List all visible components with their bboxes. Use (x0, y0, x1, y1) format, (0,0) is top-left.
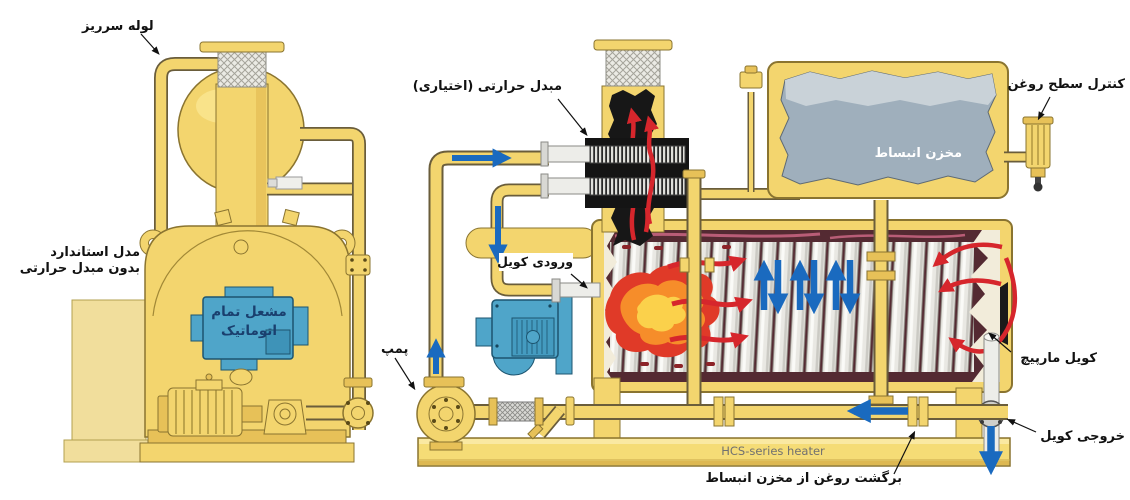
pump-arrow (394, 357, 416, 391)
pipe-valve-and-flange (306, 254, 374, 429)
label-automatic-burner-line2: اتوماتیک (221, 323, 277, 339)
label-spiral-coil: کویل مارپیچ (1020, 351, 1097, 366)
coil-inlet-arrow (570, 273, 588, 289)
electric-motor (157, 373, 243, 437)
label-coil-outlet: خروجی کویل (1040, 429, 1125, 444)
label-leader-arrows (140, 33, 1051, 475)
pump-left (241, 399, 307, 435)
label-standard-model: مدل استاندارد بدون مبدل حرارتی (8, 245, 140, 278)
label-heat-exchanger: مبدل حرارتی (اختیاری) (412, 79, 562, 94)
burner-right (475, 295, 573, 376)
label-standard-model-line1: مدل استاندارد (50, 245, 140, 260)
expansion-tank (739, 61, 1009, 199)
oil-flow-arrows (426, 148, 1004, 476)
oil-return-arrow (893, 430, 916, 475)
tank-down-pipe (866, 200, 896, 407)
heater-body (591, 219, 1018, 393)
heat-exchanger (540, 115, 689, 225)
label-overflow-pipe: لوله سرریز (82, 19, 154, 34)
side-pipes (267, 127, 366, 430)
label-series-caption: HCS-series heater (721, 444, 825, 458)
label-oil-return: برگشت روغن از مخزن انبساط (705, 471, 902, 486)
label-pump: پمپ (381, 342, 409, 357)
horizontal-heater-unit (416, 39, 1054, 476)
label-expansion-tank: مخزن انبساط (874, 146, 962, 161)
vertical-heater-unit (63, 41, 374, 463)
circulation-pump (416, 376, 476, 451)
label-coil-inlet: ورودی کویل (497, 253, 573, 271)
label-oil-level-control: کنترل سطح روغن (1007, 77, 1125, 92)
automatic-burner-left (190, 286, 309, 386)
oil-level-arrow (1037, 96, 1051, 121)
platform-base (417, 437, 1011, 467)
overflow-pipe-arrow (140, 33, 160, 55)
riser-column (215, 83, 269, 233)
coil-inlet-pipe (551, 278, 601, 303)
front-crossing-pipe (679, 169, 715, 420)
label-automatic-burner: مشعل تمام اتوماتیک (204, 303, 294, 341)
label-automatic-burner-line1: مشعل تمام (211, 304, 287, 320)
suction-piping (466, 396, 1008, 440)
spiral-coil-arrow (988, 332, 1012, 353)
heat-exchanger-arrow (557, 98, 588, 136)
oil-level-control-fitting (1004, 116, 1054, 192)
overflow-pipe (154, 57, 222, 232)
stand-slab (63, 299, 153, 463)
chimney-left (199, 41, 285, 88)
coil-outlet-arrow (1006, 418, 1037, 433)
convection-arrows (753, 259, 861, 315)
label-standard-model-line2: بدون مبدل حرارتی (19, 261, 140, 277)
tube-sheet-dashes (622, 244, 731, 368)
flame (605, 265, 720, 358)
